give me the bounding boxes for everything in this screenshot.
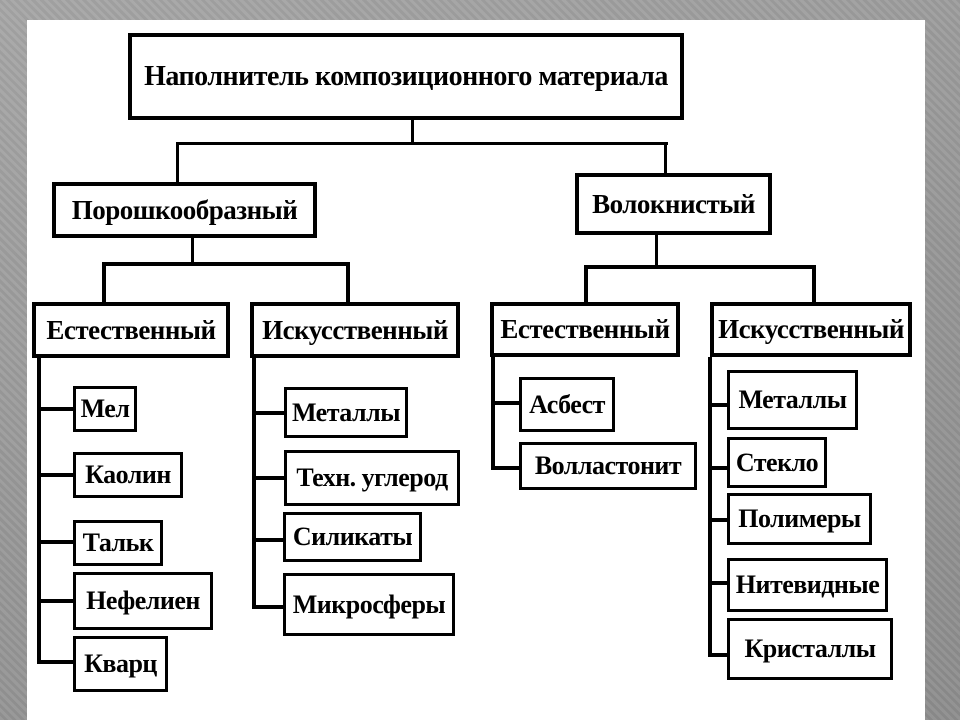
connector-spine <box>37 358 41 664</box>
leaf-nepheline: Нефелиен <box>73 572 213 630</box>
connector <box>191 238 194 264</box>
node-powder-artificial: Искусственный <box>250 302 460 358</box>
leaf-whiskers: Нитевидные <box>727 558 888 612</box>
leaf-metals-powder: Металлы <box>284 387 408 438</box>
leaf-microspheres: Микросферы <box>283 573 455 636</box>
leaf-silicates: Силикаты <box>283 512 422 562</box>
leaf-talc: Тальк <box>73 520 163 566</box>
connector <box>584 268 588 302</box>
connector <box>176 142 668 145</box>
leaf-metals-fibrous: Металлы <box>727 370 858 430</box>
connector-tick <box>712 466 727 470</box>
connector-tick <box>41 473 73 477</box>
connector-tick <box>256 538 284 542</box>
connector-tick <box>712 653 727 657</box>
connector <box>102 265 106 302</box>
leaf-chalk: Мел <box>73 386 137 432</box>
connector-tick <box>41 599 73 603</box>
node-powder: Порошкообразный <box>52 182 317 238</box>
leaf-crystals: Кристаллы <box>727 618 893 680</box>
leaf-asbestos: Асбест <box>519 377 615 432</box>
connector-spine <box>491 357 495 470</box>
connector-tick <box>256 411 284 415</box>
connector-tick <box>495 466 519 470</box>
connector-tick <box>256 476 284 480</box>
connector <box>584 265 816 269</box>
leaf-quartz: Кварц <box>73 636 168 692</box>
connector-tick <box>712 518 727 522</box>
connector-tick <box>41 540 73 544</box>
leaf-polymers: Полимеры <box>727 493 872 545</box>
connector-tick <box>41 660 73 664</box>
connector-tick <box>256 605 284 609</box>
leaf-carbon-black: Техн. углерод <box>284 450 460 506</box>
connector <box>102 262 350 266</box>
connector-spine <box>708 357 712 657</box>
leaf-wollastonite: Волластонит <box>519 442 697 490</box>
node-powder-natural: Естественный <box>32 302 230 358</box>
connector <box>812 268 816 302</box>
node-fibrous-artificial: Искусственный <box>710 302 912 357</box>
connector <box>664 144 667 174</box>
leaf-kaolin: Каолин <box>73 452 183 498</box>
connector-tick <box>712 403 727 407</box>
leaf-glass: Стекло <box>727 437 827 488</box>
node-fibrous: Волокнистый <box>575 173 772 235</box>
connector-tick <box>495 401 519 405</box>
node-root: Наполнитель композиционного материала <box>128 33 684 120</box>
connector <box>655 235 658 267</box>
connector-tick <box>712 581 727 585</box>
connector <box>176 144 179 182</box>
connector <box>346 265 350 302</box>
connector <box>411 120 414 144</box>
node-fibrous-natural: Естественный <box>490 302 680 357</box>
connector-spine <box>252 358 256 609</box>
connector-tick <box>41 407 73 411</box>
